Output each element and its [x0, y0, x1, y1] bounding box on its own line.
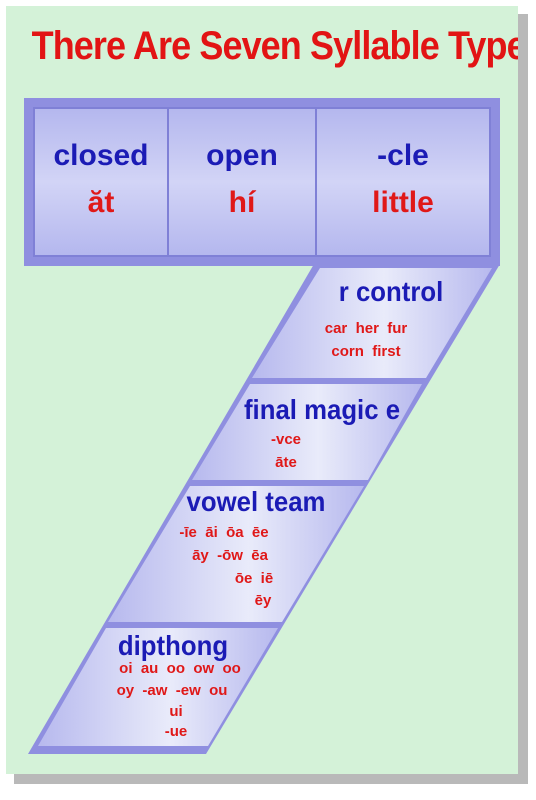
cell-closed-example: ăt: [87, 186, 115, 219]
dipthong-line1: oi au oo ow oo: [119, 660, 241, 677]
row-dipthong: [38, 628, 278, 746]
cell-closed: [33, 107, 169, 257]
vowel-team-line4: ēy: [254, 592, 272, 609]
dipthong-line3: ui: [169, 703, 183, 720]
seven-shape: [24, 98, 500, 754]
cell-open-name: open: [206, 139, 278, 172]
r-control-line1: car her fur: [324, 320, 408, 337]
cell-open: [167, 107, 317, 257]
row-r-control: [252, 268, 492, 378]
r-control-name: r control: [338, 276, 444, 307]
row-final-magic-e: [192, 384, 422, 480]
poster-shadow-bottom: [14, 774, 528, 784]
dipthong-name: dipthong: [117, 630, 229, 661]
final-magic-e-name: final magic e: [243, 394, 401, 425]
vowel-team-line3: ōe iē: [234, 570, 274, 587]
row-vowel-team: [108, 486, 364, 622]
cell-closed-name: closed: [53, 139, 149, 172]
poster: There Are Seven Syllable Types closed: [6, 6, 518, 774]
cell-cle-example: little: [372, 186, 434, 219]
vowel-team-line2: āy -ōw ēa: [192, 547, 268, 564]
vowel-team-name: vowel team: [186, 486, 326, 517]
dipthong-line2: oy -aw -ew ou: [116, 682, 228, 699]
poster-title: There Are Seven Syllable Types: [31, 24, 518, 68]
poster-shadow-right: [518, 14, 528, 782]
cell-cle: [315, 107, 491, 257]
final-magic-e-line1: -vce: [270, 431, 302, 448]
dipthong-line4: -ue: [164, 723, 188, 740]
r-control-line2: corn first: [331, 343, 401, 360]
vowel-team-line1: -īe āi ōa ēe: [179, 524, 269, 541]
cell-cle-name: -cle: [377, 139, 429, 172]
final-magic-e-line2: āte: [275, 454, 297, 471]
cell-open-example: hí: [228, 186, 256, 219]
